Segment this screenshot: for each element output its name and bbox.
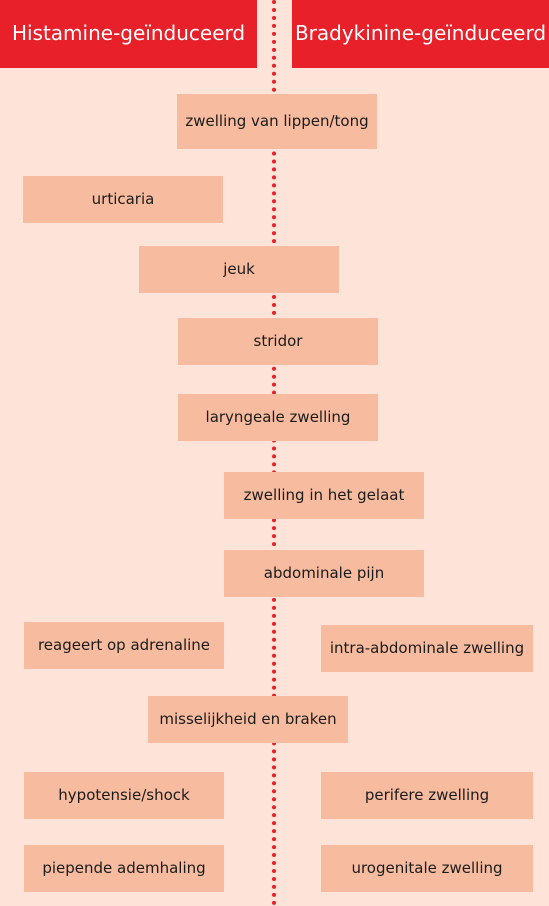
box-urticaria: urticaria (23, 176, 223, 223)
box-facial-swelling: zwelling in het gelaat (224, 472, 424, 519)
box-stridor: stridor (178, 318, 378, 365)
box-lip-tongue-swelling: zwelling van lippen/tong (177, 94, 377, 149)
box-laryngeal-swelling: laryngeale zwelling (178, 394, 378, 441)
box-peripheral-swelling: perifere zwelling (321, 772, 533, 819)
box-nausea-vomiting: misselijkheid en braken (148, 696, 348, 743)
header-bradykinin: Bradykinine-geïnduceerd (292, 0, 549, 68)
box-abdominal-pain: abdominale pijn (224, 550, 424, 597)
box-hypotension-shock: hypotensie/shock (24, 772, 224, 819)
box-intra-abdominal-swelling: intra-abdominale zwelling (321, 625, 533, 672)
box-itch: jeuk (139, 246, 339, 293)
header-histamine: Histamine-geïnduceerd (0, 0, 257, 68)
box-adrenaline-response: reageert op adrenaline (24, 622, 224, 669)
center-dotted-divider (272, 0, 276, 906)
box-wheezing: piepende ademhaling (24, 845, 224, 892)
box-urogenital-swelling: urogenitale zwelling (321, 845, 533, 892)
